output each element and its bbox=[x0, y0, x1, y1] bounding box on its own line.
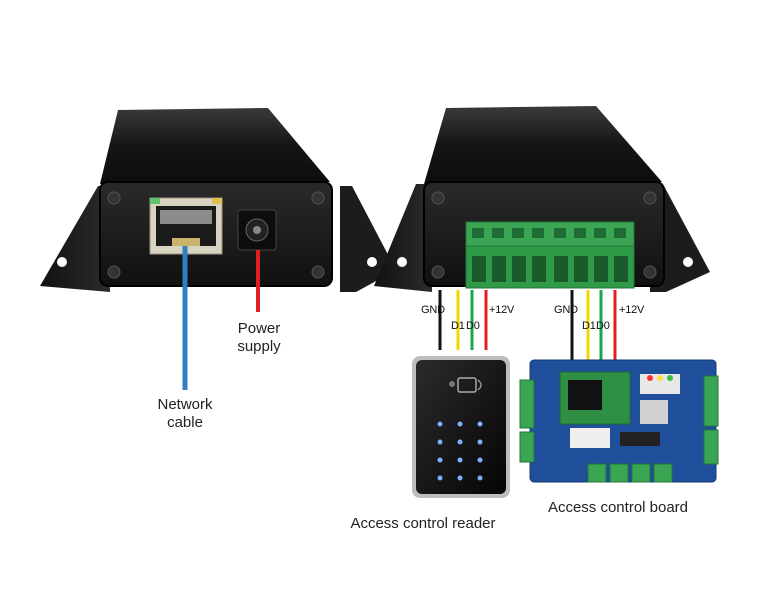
board-wires bbox=[570, 290, 617, 362]
ethernet-port-icon bbox=[149, 197, 223, 255]
wire-label-d0: D0 bbox=[466, 320, 480, 332]
screw-icon bbox=[643, 191, 657, 205]
wire-label-d0: D0 bbox=[596, 320, 610, 332]
left-flange bbox=[40, 186, 110, 292]
right-flange bbox=[340, 186, 396, 292]
access-control-board-label: Access control board bbox=[547, 499, 689, 516]
power-supply-label: Power supply bbox=[237, 320, 281, 355]
terminal-block-icon bbox=[465, 221, 635, 289]
wire-label-12v: +12V bbox=[619, 304, 645, 316]
dc-jack-icon bbox=[237, 209, 277, 251]
rfid-card-icon bbox=[449, 377, 482, 393]
screw-icon bbox=[311, 191, 325, 205]
screw-icon bbox=[643, 265, 657, 279]
access-control-reader-device bbox=[412, 356, 510, 498]
network-cable-label: Network cable bbox=[157, 396, 213, 431]
wire-label-12v: +12V bbox=[489, 304, 515, 316]
screw-icon bbox=[107, 191, 121, 205]
screw-icon bbox=[107, 265, 121, 279]
left-converter-unit bbox=[40, 108, 396, 292]
wire-label-d1: D1 bbox=[451, 320, 465, 332]
screw-icon bbox=[431, 191, 445, 205]
keypad-icon bbox=[437, 421, 483, 481]
right-converter-unit bbox=[374, 106, 710, 292]
reader-wires bbox=[438, 290, 488, 350]
access-control-reader-label: Access control reader bbox=[350, 515, 496, 532]
access-control-board-device bbox=[519, 359, 719, 483]
screw-icon bbox=[311, 265, 325, 279]
wire-label-d1: D1 bbox=[582, 320, 596, 332]
wire-label-gnd: GND bbox=[554, 304, 578, 316]
screw-icon bbox=[431, 265, 445, 279]
wire-label-gnd: GND bbox=[421, 304, 445, 316]
